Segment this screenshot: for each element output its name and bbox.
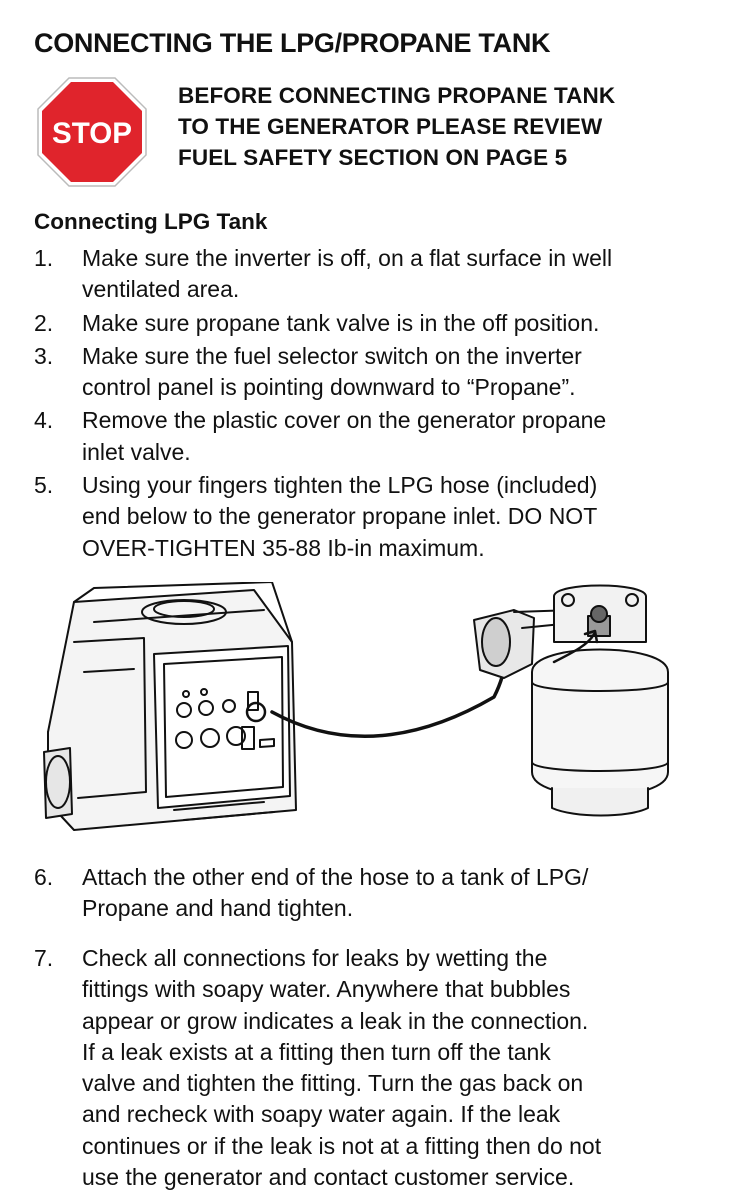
step-line: ventilated area. (82, 276, 240, 303)
generator-illustration (43, 582, 297, 831)
step-line: Propane and hand tighten. (82, 895, 354, 922)
step-number: 5. (34, 472, 54, 499)
step-line: If a leak exists at a fitting then turn … (82, 1038, 551, 1065)
step-line: fittings with soapy water. Anywhere that… (82, 976, 571, 1003)
step-list: 6. Attach the other end of the hose to a… (0, 862, 748, 927)
step-number: 7. (34, 945, 54, 971)
step-line: Make sure the inverter is off, on a flat… (82, 245, 613, 271)
step-list: 7. Check all connections for leaks by we… (0, 943, 748, 1195)
step-item: 2. Make sure propane tank valve is in th… (0, 308, 748, 339)
step-line: valve and tighten the fitting. Turn the … (82, 1070, 584, 1097)
step-item: 4. Remove the plastic cover on the gener… (0, 405, 748, 468)
step-text: Make sure the inverter is off, on a flat… (82, 243, 722, 306)
connection-arrow (552, 632, 596, 664)
section-subheading: Connecting LPG Tank (34, 209, 268, 234)
stop-sign-label: STOP (52, 117, 132, 150)
warning-line: FUEL SAFETY SECTION ON PAGE 5 (178, 145, 568, 170)
step-line: and recheck with soapy water again. If t… (82, 1101, 561, 1128)
step-number: 1. (34, 245, 54, 271)
step-line: inlet valve. (82, 438, 191, 465)
step-line: Make sure propane tank valve is in the o… (82, 309, 600, 336)
propane-tank-illustration (531, 584, 669, 817)
step-text: Using your fingers tighten the LPG hose … (82, 470, 722, 564)
step-text: Make sure propane tank valve is in the o… (82, 308, 722, 339)
generator-propane-tank-illustration (43, 582, 669, 831)
warning-line: BEFORE CONNECTING PROPANE TANK (178, 83, 616, 108)
step-number: 2. (34, 309, 54, 336)
step-number: 4. (34, 407, 54, 434)
step-item: 5. Using your fingers tighten the LPG ho… (0, 470, 748, 564)
step-list: 1. Make sure the inverter is off, on a f… (0, 243, 748, 566)
step-text: Check all connections for leaks by wetti… (82, 943, 722, 1193)
step-line: use the generator and contact customer s… (82, 1164, 575, 1191)
step-line: Make sure the fuel selector switch on th… (82, 342, 582, 369)
page-title: CONNECTING THE LPG/PROPANE TANK (34, 28, 551, 58)
step-line: Check all connections for leaks by wetti… (82, 945, 548, 971)
step-text: Attach the other end of the hose to a ta… (82, 862, 722, 925)
step-number: 6. (34, 864, 54, 890)
stop-sign-icon: STOP (37, 77, 147, 187)
step-item: 6. Attach the other end of the hose to a… (0, 862, 748, 925)
step-line: Remove the plastic cover on the generato… (82, 407, 607, 434)
step-text: Make sure the fuel selector switch on th… (82, 341, 722, 404)
step-line: Attach the other end of the hose to a ta… (82, 864, 589, 890)
step-number: 3. (34, 342, 54, 369)
step-line: OVER-TIGHTEN 35-88 Ib-in maximum. (82, 534, 485, 561)
step-item: 3. Make sure the fuel selector switch on… (0, 341, 748, 404)
step-line: end below to the generator propane inlet… (82, 503, 598, 530)
step-text: Remove the plastic cover on the generato… (82, 405, 722, 468)
safety-warning: BEFORE CONNECTING PROPANE TANK TO THE GE… (178, 80, 615, 173)
warning-line: TO THE GENERATOR PLEASE REVIEW (178, 114, 603, 139)
step-line: Using your fingers tighten the LPG hose … (82, 472, 598, 499)
lpg-hose (270, 650, 507, 739)
step-item: 1. Make sure the inverter is off, on a f… (0, 243, 748, 306)
step-line: appear or grow indicates a leak in the c… (82, 1007, 589, 1034)
step-item: 7. Check all connections for leaks by we… (0, 943, 748, 1193)
step-line: continues or if the leak is not at a fit… (82, 1132, 602, 1159)
step-line: control panel is pointing downward to “P… (82, 374, 576, 401)
